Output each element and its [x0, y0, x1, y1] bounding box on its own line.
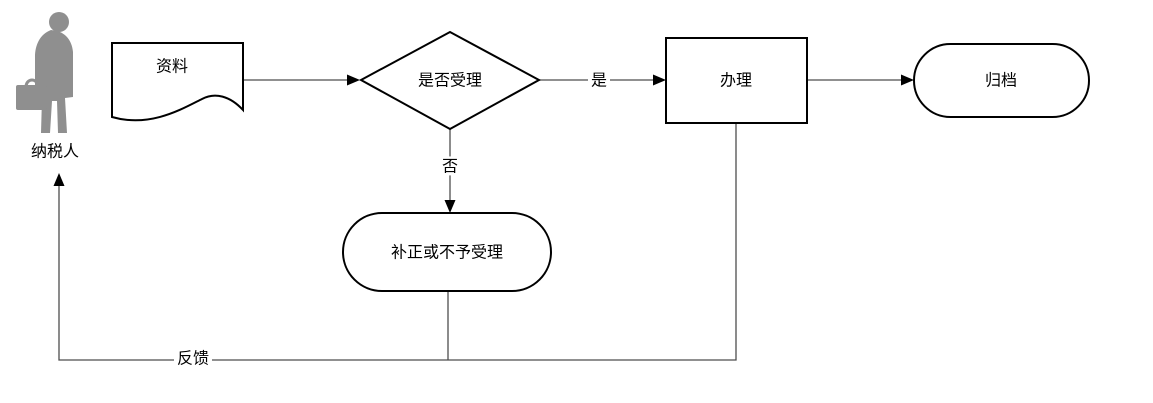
- decision-diamond-shape: [358, 30, 542, 131]
- materials-label: 资料: [155, 56, 189, 76]
- process-label: 办理: [719, 70, 753, 90]
- edge-label-no: 否: [438, 156, 462, 176]
- arrowhead-into-decision: [347, 74, 360, 86]
- arrowhead-into-correction: [444, 200, 456, 213]
- arrowhead-into-process: [653, 74, 666, 86]
- edge-label-yes: 是: [587, 70, 611, 90]
- decision-label: 是否受理: [417, 70, 483, 90]
- arrowhead-into-taxpayer: [53, 173, 65, 186]
- arrowhead-into-archive: [901, 74, 914, 86]
- taxpayer-figure-icon: [16, 12, 73, 133]
- process-rectangle-shape: [665, 37, 808, 124]
- archive-label: 归档: [984, 70, 1018, 90]
- materials-document-shape: [111, 42, 244, 122]
- edge-label-feedback: 反馈: [173, 348, 213, 368]
- taxpayer-label: 纳税人: [30, 141, 80, 161]
- connector-feedback-loop: [58, 123, 737, 361]
- correction-label: 补正或不予受理: [390, 242, 504, 262]
- archive-terminator-shape: [913, 43, 1090, 118]
- correction-terminator-shape: [342, 212, 552, 292]
